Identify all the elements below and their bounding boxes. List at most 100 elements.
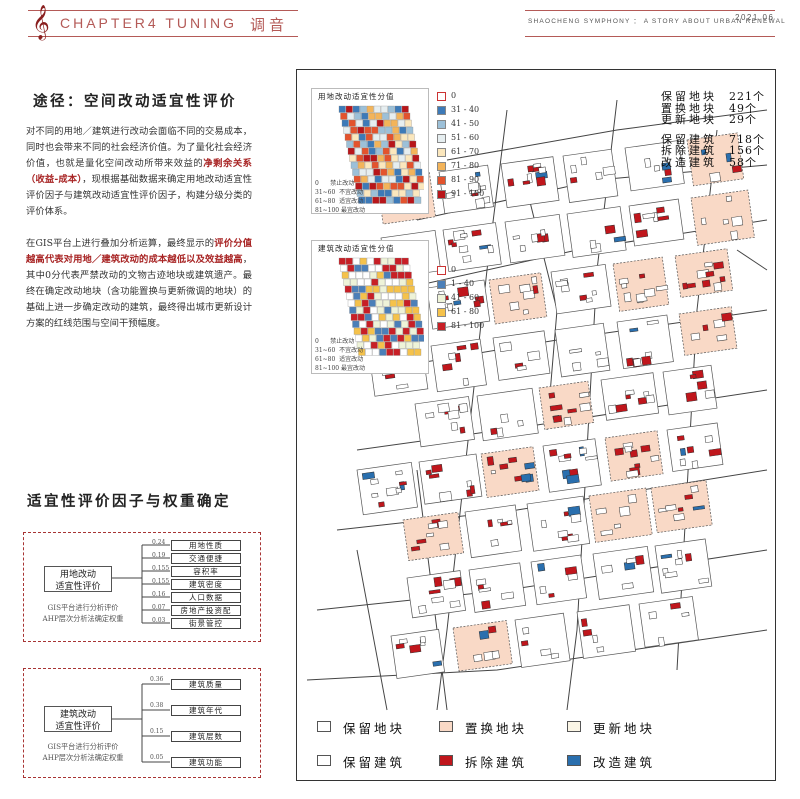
building: [646, 319, 659, 326]
building: [604, 224, 616, 235]
mini-cell: [413, 161, 421, 169]
building: [566, 474, 580, 485]
mini-cell: [338, 105, 346, 113]
mini-cell: [394, 105, 402, 113]
mini-cell: [374, 292, 382, 300]
mini-cell: [372, 133, 380, 141]
building-factor-weight: 0.05: [150, 754, 164, 761]
building: [539, 585, 547, 594]
building: [633, 212, 642, 224]
road-line: [446, 109, 768, 161]
mini-cell: [399, 126, 407, 134]
building: [661, 176, 673, 184]
building: [471, 229, 482, 237]
building: [499, 341, 513, 352]
mini-cell: [405, 189, 413, 197]
mini-cell: [371, 161, 379, 169]
mini-cell: [401, 105, 409, 113]
building: [487, 519, 493, 528]
p2-highlight: 评价分值越高代表对用地／建筑改动的成本越低以及效益越高: [26, 238, 252, 265]
building: [618, 277, 629, 285]
building: [540, 648, 552, 657]
legend-swatch: [439, 721, 453, 732]
mini-cell: [386, 285, 394, 293]
mini-cell: [357, 126, 365, 134]
mini-cell: [415, 320, 423, 328]
mini-cell: [395, 175, 403, 183]
mini-cell: [404, 119, 412, 127]
mini-cell: [352, 257, 360, 265]
mini-cell: [395, 140, 403, 148]
building: [722, 218, 729, 225]
mini-cell: [384, 154, 392, 162]
building: [361, 471, 376, 480]
mini-cell: [401, 168, 409, 176]
mini-cell: [348, 271, 356, 279]
building: [398, 638, 408, 645]
building: [549, 404, 563, 412]
land-factor-weight: 0.16: [152, 591, 166, 598]
mini-cell: [362, 271, 370, 279]
mini-cell: [415, 168, 423, 176]
building: [451, 242, 458, 248]
mini-cell: [391, 154, 399, 162]
mini-cell: [344, 133, 352, 141]
building: [640, 444, 651, 453]
mini-cell: [347, 299, 355, 307]
mini-cell: [380, 320, 388, 328]
mini-cell: [382, 264, 390, 272]
building: [563, 416, 572, 426]
legend-label: 改造建筑: [593, 755, 656, 770]
mini-cell: [382, 299, 390, 307]
mini-cell: [418, 334, 424, 342]
land-factor-item: 交通便捷: [171, 553, 241, 564]
building: [431, 464, 443, 473]
mini-cell: [409, 292, 417, 300]
building: [638, 273, 646, 279]
inset-note: 0 禁止改动: [315, 180, 355, 187]
building: [589, 239, 597, 249]
mini-cell: [383, 119, 391, 127]
stat-value: 221个: [729, 90, 765, 103]
mini-cell: [407, 285, 415, 293]
mini-cell: [399, 313, 407, 321]
building: [428, 589, 441, 595]
mini-cell: [405, 306, 413, 314]
building: [522, 180, 531, 185]
building: [548, 592, 555, 598]
mini-cell: [402, 140, 410, 148]
land-factor-weight: 0.03: [152, 617, 166, 624]
stat-label: 更新地块: [661, 113, 717, 126]
mini-cell: [383, 271, 391, 279]
land-note-2: AHP层次分析法确定权重: [42, 614, 124, 623]
mini-cell: [356, 306, 364, 314]
mini-cell: [377, 341, 385, 349]
mini-cell: [395, 292, 403, 300]
building: [644, 158, 652, 168]
header-rule-right: [525, 10, 775, 11]
mini-cell: [400, 133, 408, 141]
building: [540, 519, 547, 529]
building: [692, 505, 705, 511]
building: [378, 501, 385, 508]
mini-cell: [356, 189, 364, 197]
building: [437, 402, 450, 414]
building: [458, 245, 469, 254]
mini-cell: [406, 126, 414, 134]
building: [512, 235, 520, 240]
building: [637, 397, 648, 405]
mini-cell: [398, 306, 406, 314]
mini-cell: [385, 126, 393, 134]
building: [418, 605, 427, 614]
building: [592, 634, 599, 643]
building: [540, 229, 546, 237]
building: [517, 419, 524, 427]
mini-cell: [400, 196, 408, 204]
land-factor-connectors: [112, 544, 170, 624]
land-factor-box: [23, 532, 261, 642]
mini-cell: [384, 341, 392, 349]
mini-cell: [379, 196, 387, 204]
building: [618, 505, 631, 517]
mini-cell: [377, 306, 385, 314]
